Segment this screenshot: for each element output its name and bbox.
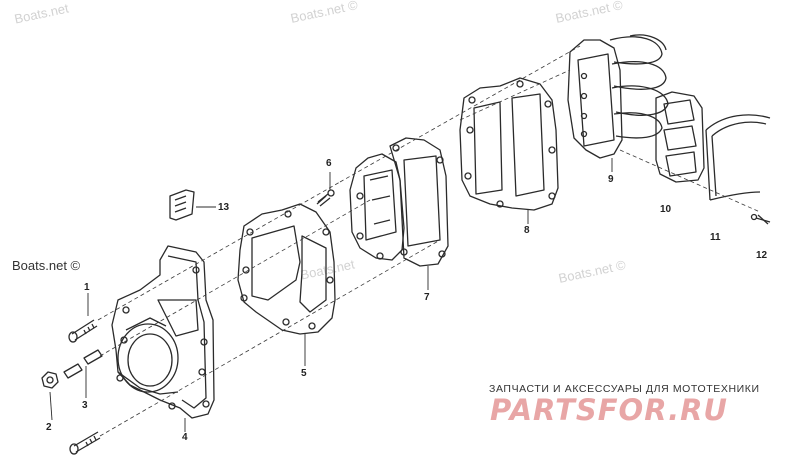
callout-12: 12 <box>756 250 768 261</box>
callout-6: 6 <box>326 158 332 169</box>
spacer-part-3 <box>63 349 103 379</box>
screw-part-12 <box>750 213 771 225</box>
callout-11: 11 <box>710 232 721 243</box>
reed-plate-part-7 <box>349 137 449 267</box>
gasket-part-8 <box>459 77 559 211</box>
reed-stop-part-10 <box>655 91 705 183</box>
callout-9: 9 <box>608 174 614 185</box>
callout-10: 10 <box>660 204 672 215</box>
reed-housing-part-4 <box>111 245 215 419</box>
gasket-part-5 <box>237 203 336 335</box>
nut-part-2 <box>41 371 59 389</box>
reed-stop-part-11 <box>705 114 771 201</box>
callout-7: 7 <box>424 292 430 303</box>
callout-8: 8 <box>524 225 530 236</box>
callout-1: 1 <box>84 282 90 293</box>
bolt-part-1 <box>68 319 98 343</box>
callout-2: 2 <box>46 422 52 433</box>
callout-13: 13 <box>218 202 230 213</box>
callout-4: 4 <box>182 432 188 443</box>
label-plate-part-13 <box>169 189 195 221</box>
brand-subtitle: ЗАПЧАСТИ И АКСЕССУАРЫ ДЛЯ МОТОТЕХНИКИ <box>489 383 760 395</box>
reed-cage-part-9 <box>567 34 669 159</box>
bolt-lower <box>69 431 101 455</box>
alignment-line <box>97 181 341 321</box>
watermark-main: Boats.net © <box>12 258 81 273</box>
brand-logo: PARTSFOR.RU <box>490 393 728 427</box>
callout-3: 3 <box>82 400 88 411</box>
callout-5: 5 <box>301 368 307 379</box>
screw-part-6 <box>316 189 335 207</box>
